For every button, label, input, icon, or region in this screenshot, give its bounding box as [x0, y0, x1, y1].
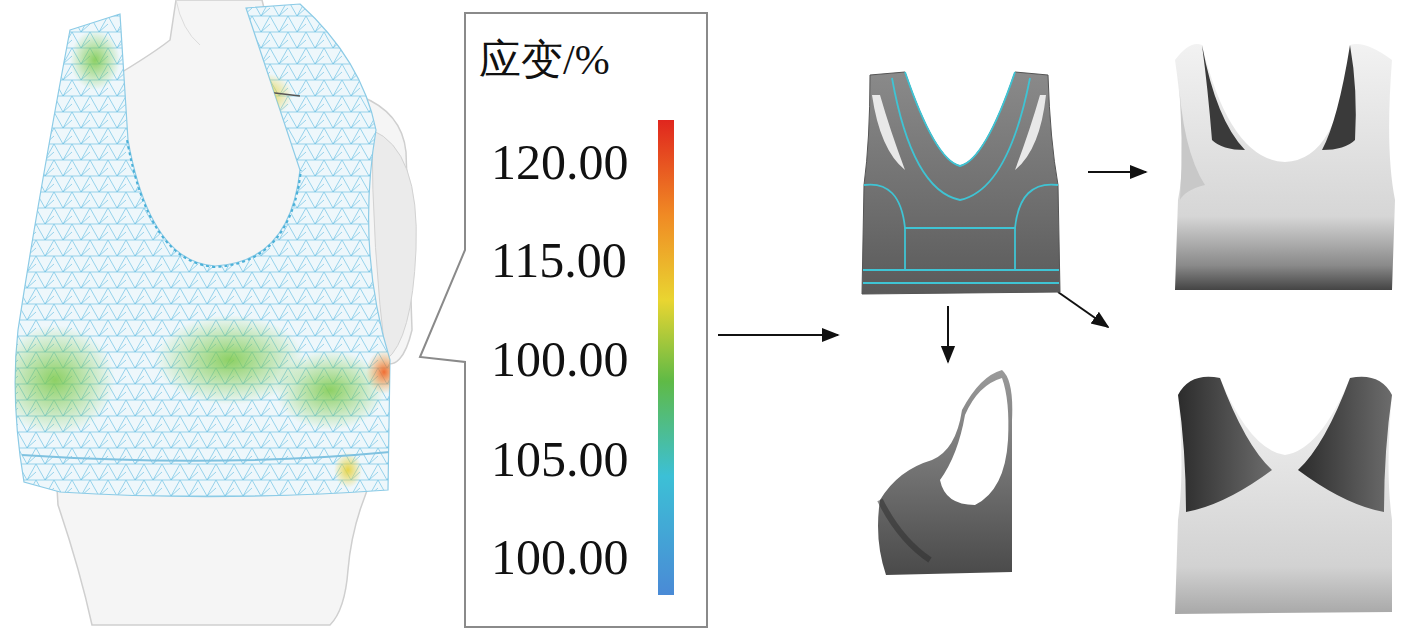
side-view — [878, 370, 1012, 575]
legend-box: 应变/% 120.00 115.00 100.00 105.00 100.00 — [465, 12, 708, 628]
legend-title: 应变/% — [479, 39, 610, 81]
scale-value: 100.00 — [491, 334, 629, 384]
scale-value: 105.00 — [491, 434, 629, 484]
strain-mesh-bra — [0, 4, 402, 497]
front-view — [1175, 44, 1395, 290]
scale-value: 115.00 — [491, 235, 627, 285]
pattern-seam-model — [862, 72, 1060, 294]
scale-value: 100.00 — [491, 532, 629, 582]
scale-value: 120.00 — [491, 137, 629, 187]
callout-pointer — [420, 12, 465, 628]
back-view — [1175, 377, 1392, 614]
strain-color-bar — [658, 120, 674, 595]
